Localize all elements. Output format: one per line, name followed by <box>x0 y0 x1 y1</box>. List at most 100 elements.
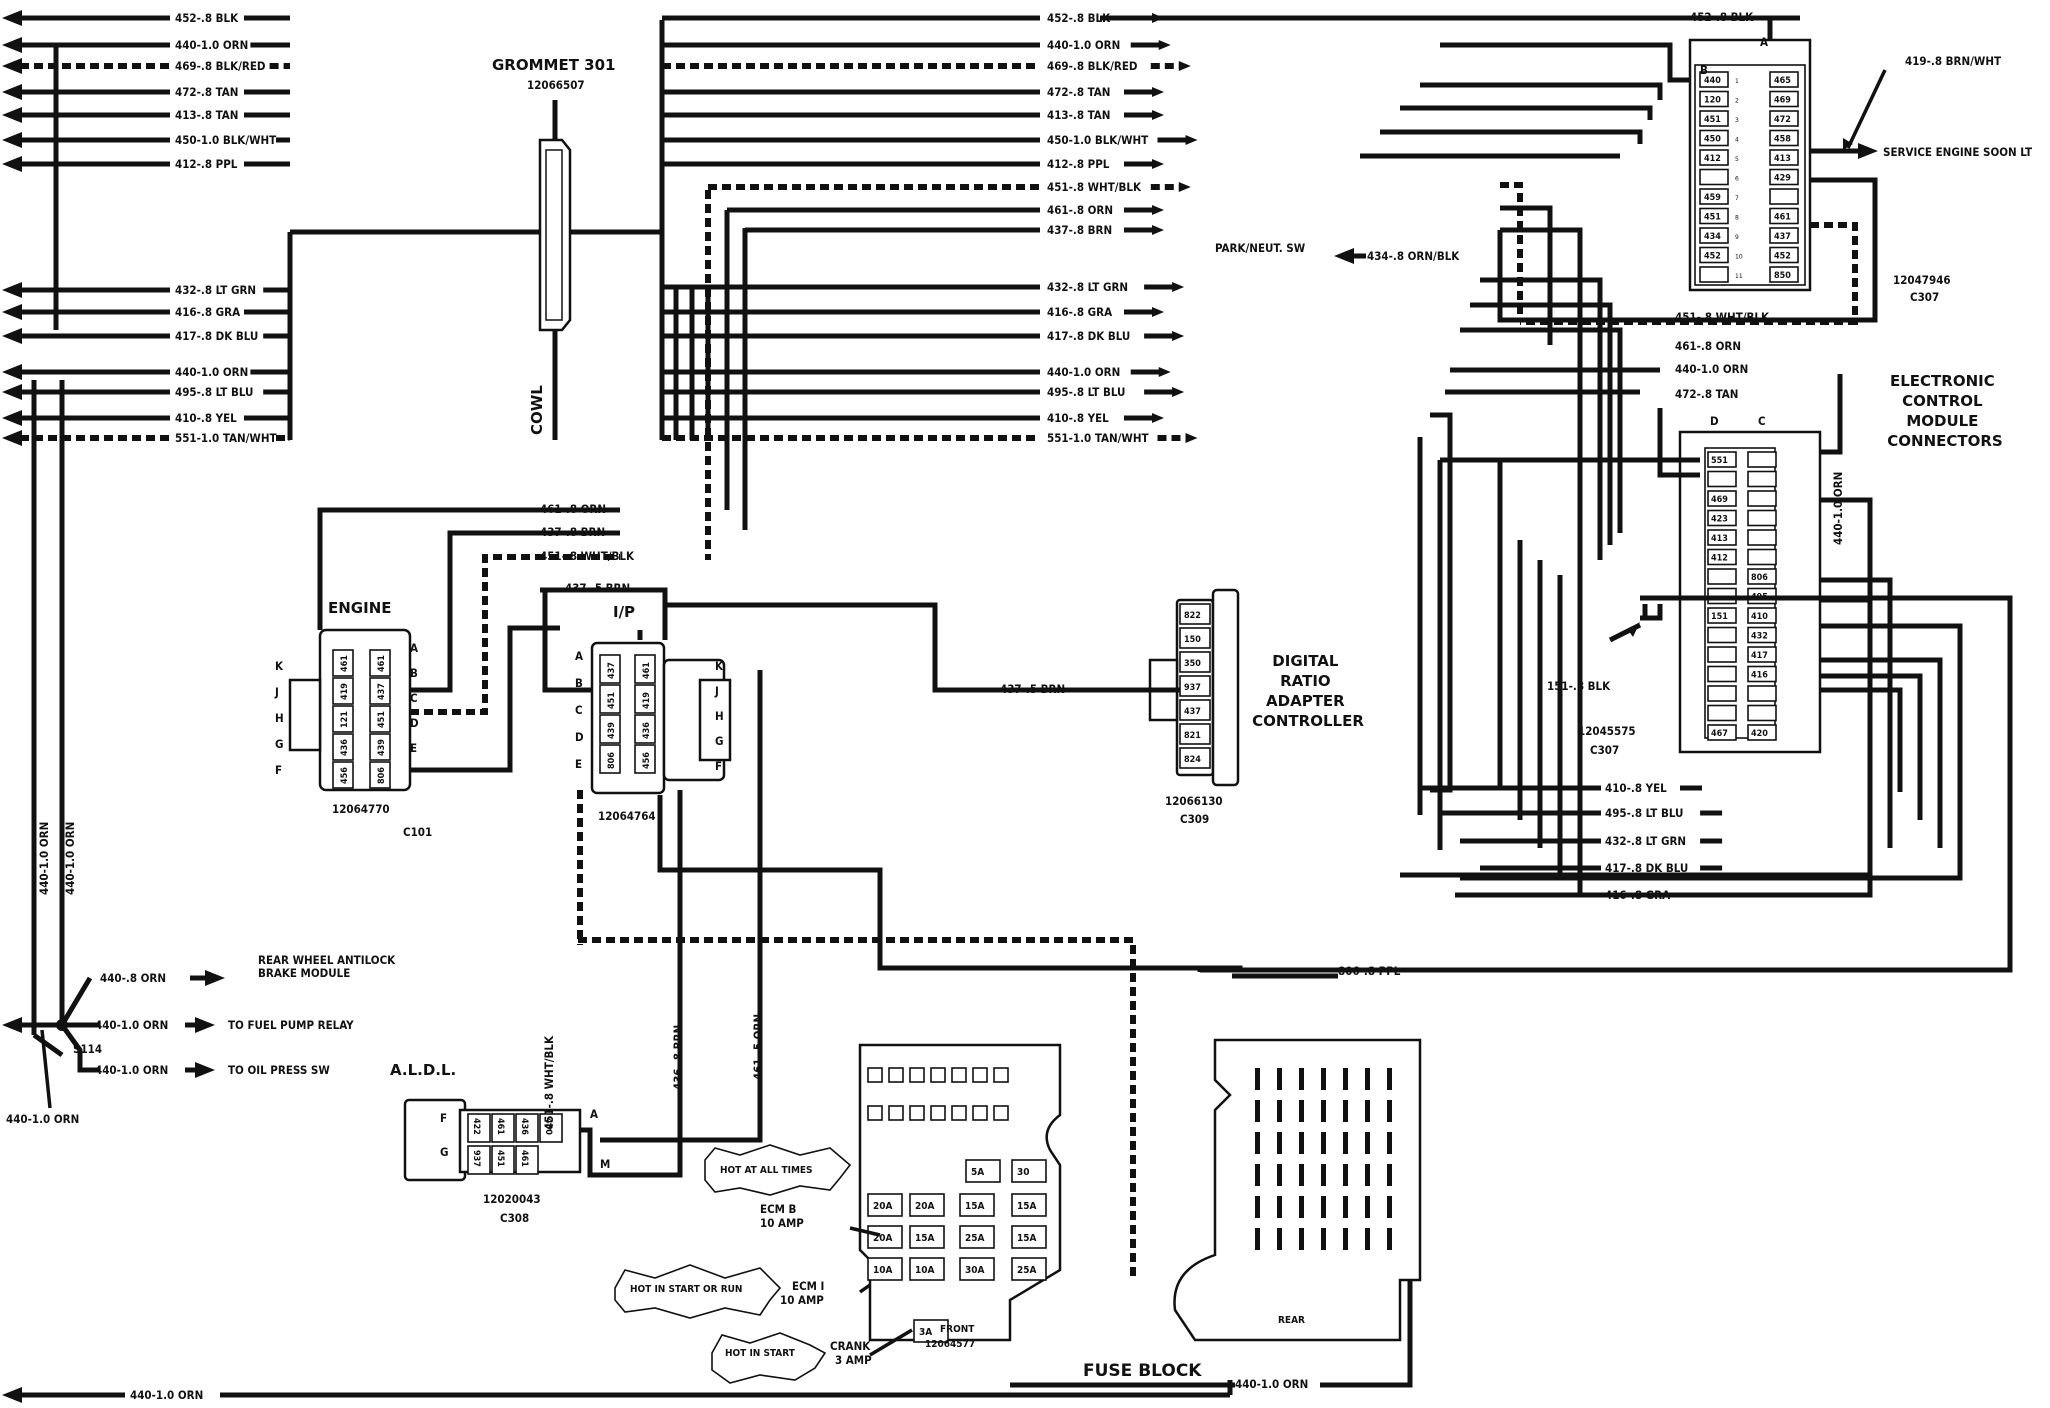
ecm-bot-pin-left: 551 <box>1711 456 1728 466</box>
engine-letter-left: H <box>275 711 284 725</box>
ip-pin-right: 419 <box>642 692 652 709</box>
ip-letter-right: H <box>715 709 724 723</box>
ecm-top-pin-num: 11 <box>1735 273 1743 280</box>
fuse-callouts: HOT AT ALL TIMES HOT IN START OR RUN HOT… <box>614 1144 913 1384</box>
ip-letter-right: F <box>715 759 722 773</box>
mid-wire-arrow <box>1152 225 1164 235</box>
splice-name: S114 <box>73 1042 102 1056</box>
ecm-bot-pin-right: 432 <box>1751 632 1768 642</box>
mid-wire-arrow <box>1152 413 1164 423</box>
fuse-part: 12064577 <box>925 1339 975 1350</box>
ip-pin-right: 456 <box>642 752 652 769</box>
engine-pin-right: 439 <box>377 739 387 756</box>
fuse-rear: REAR <box>1278 1315 1305 1326</box>
cowl-label: COWL <box>528 385 546 435</box>
aldl-pin: 436 <box>519 1118 529 1135</box>
ip-letter-right: K <box>715 659 724 673</box>
c307-bot-conn: C307 <box>1590 743 1619 757</box>
ecm-top-pin-left: 452 <box>1704 252 1721 262</box>
left-wire-arrow <box>2 156 22 172</box>
dra-pin: 821 <box>1184 731 1201 741</box>
left-wire-arrow <box>2 107 22 123</box>
engine-letter-right: D <box>410 716 419 730</box>
ecm-bot-pin-left: 469 <box>1711 495 1728 505</box>
left-wire-label: 413-.8 TAN <box>175 108 238 122</box>
ecm-top-pin-num: 9 <box>1735 234 1739 241</box>
left-wire-arrow <box>2 132 22 148</box>
aldl-pin: 461 <box>495 1118 505 1135</box>
col-c: C <box>1758 414 1766 428</box>
label-451-right: 451-.8 WHT/BLK <box>1675 310 1770 324</box>
left-wire-label: 412-.8 PPL <box>175 157 238 171</box>
engine-pin-right: 461 <box>377 655 387 672</box>
dra-part: 12066130 <box>1165 794 1223 808</box>
aldl-conn: C308 <box>500 1211 529 1225</box>
ip-pin-left: 439 <box>607 722 617 739</box>
ecm-top-pin-num: 3 <box>1735 117 1739 124</box>
ip-letter-left: A <box>575 649 583 663</box>
mid-wire-label: 472-.8 TAN <box>1047 85 1110 99</box>
engine-connector: ENGINE 461419121436456461437451439806KJH… <box>274 502 635 839</box>
engine-letter-right: B <box>410 666 418 680</box>
ecm-bottom-label: 416-.8 GRA <box>1605 888 1670 902</box>
ip-w437: 437-.5 BRN <box>565 581 630 595</box>
ecm-top-pin-left: 451 <box>1704 115 1721 125</box>
engine-letter-right: E <box>410 741 417 755</box>
aldl-letter: M <box>600 1157 610 1171</box>
engine-letter-left: J <box>274 685 279 699</box>
mid-wire-label: 495-.8 LT BLU <box>1047 385 1125 399</box>
left-wire-label: 417-.8 DK BLU <box>175 329 258 343</box>
left-wire-arrow <box>2 430 22 446</box>
bottom-wires: 440-1.0 ORN 440-1.0 ORN 806-.8 PPL <box>2 964 2010 1403</box>
left-wire-arrow <box>2 384 22 400</box>
ecm-top-labels: 452-.8 BLK 419-.8 BRN/WHT SERVICE ENGINE… <box>1215 10 2032 401</box>
ecm-top-pin-num: 8 <box>1735 215 1739 222</box>
engine-letter-left: K <box>275 659 284 673</box>
fuse-label: 30 <box>1017 1167 1030 1178</box>
fuse-label: 20A <box>873 1201 893 1212</box>
ecm-top-pin-right: 465 <box>1774 76 1791 86</box>
mid-wire-label: 461-.8 ORN <box>1047 203 1113 217</box>
left-wire-label: 410-.8 YEL <box>175 411 237 425</box>
dra-title: DIGITAL RATIO ADAPTER CONTROLLER <box>1252 652 1364 730</box>
engine-w461: 461-.8 ORN <box>540 502 606 516</box>
c307-top-conn: C307 <box>1910 290 1939 304</box>
fuse-label: 30A <box>965 1265 985 1276</box>
ip-pin-right: 461 <box>642 662 652 679</box>
left-wire-arrow <box>2 410 22 426</box>
ecm-bot-pin-right: 410 <box>1751 612 1768 622</box>
left-wire-arrow <box>2 328 22 344</box>
ecm-bottom-label: 432-.8 LT GRN <box>1605 834 1686 848</box>
fuse-label: 15A <box>915 1233 935 1244</box>
splice-fuel-target: TO FUEL PUMP RELAY <box>228 1018 354 1032</box>
engine-letter-right: A <box>410 641 418 655</box>
ecm-top-pin-num: 6 <box>1735 176 1739 183</box>
fuse-label: 20A <box>873 1233 893 1244</box>
mid-wire-label: 412-.8 PPL <box>1047 157 1110 171</box>
ecm-top-pin-num: 5 <box>1735 156 1739 163</box>
ip-pin-left: 437 <box>607 662 617 679</box>
mid-wire-label: 413-.8 TAN <box>1047 108 1110 122</box>
dra-pin: 824 <box>1184 755 1201 765</box>
mid-wire-label: 551-1.0 TAN/WHT <box>1047 431 1149 445</box>
mid-wire-label: 410-.8 YEL <box>1047 411 1109 425</box>
ecm-top-pin-right: 429 <box>1774 174 1791 184</box>
ip-pin-left: 451 <box>607 692 617 709</box>
engine-pin-left: 461 <box>340 655 350 672</box>
label-service-engine: SERVICE ENGINE SOON LT <box>1883 145 2032 159</box>
splice-vert2: 440-1.0 ORN <box>63 822 77 895</box>
ecm-bot-pin-right: 806 <box>1751 573 1768 583</box>
fuse-label: 10A <box>873 1265 893 1276</box>
left-wire-arrow <box>2 304 22 320</box>
dra-pin: 437 <box>1184 707 1201 717</box>
mid-wire-arrow <box>1185 135 1198 145</box>
splice-fuel-label: 440-1.0 ORN <box>95 1018 168 1032</box>
aldl-part: 12020043 <box>483 1192 541 1206</box>
dra-wire-label: 437-.5 BRN <box>1000 682 1065 696</box>
